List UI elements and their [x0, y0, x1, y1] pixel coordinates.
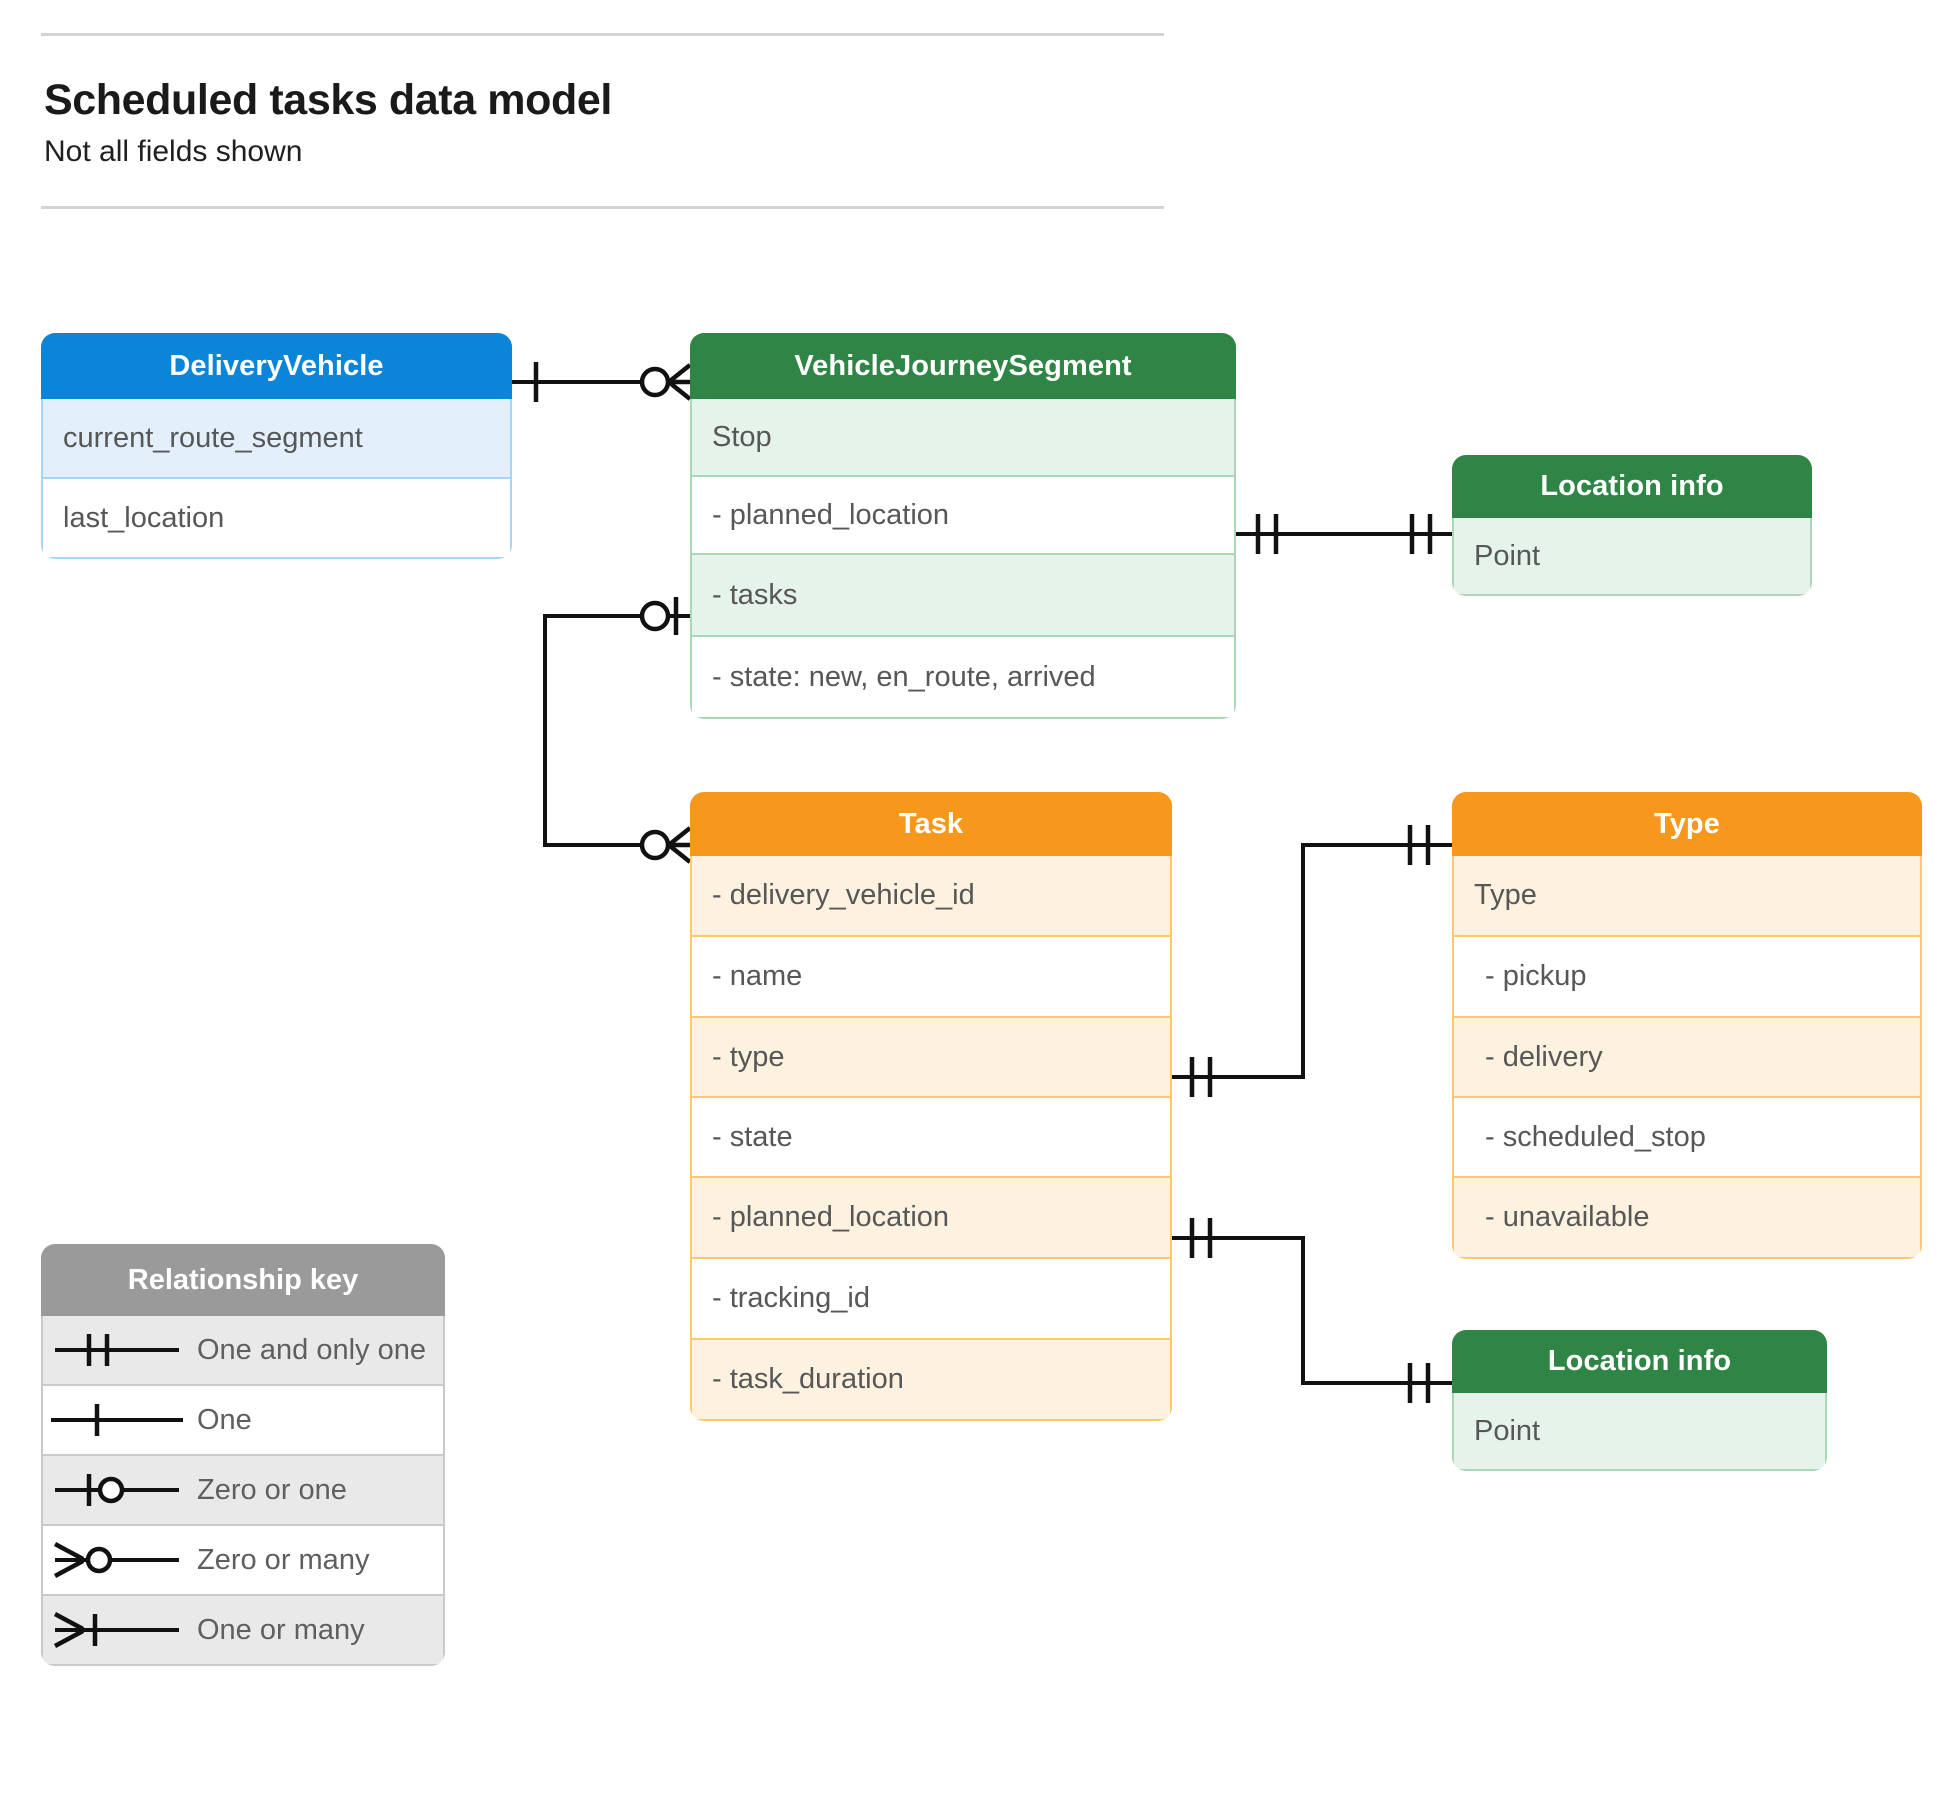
- header-top-rule: [41, 33, 1164, 36]
- entity-rows-delivery-vehicle: current_route_segment last_location: [41, 399, 512, 559]
- relationship-task-type-to-type: [1172, 825, 1452, 1097]
- field-row[interactable]: - pickup: [1452, 937, 1922, 1018]
- field-row[interactable]: - tracking_id: [690, 1259, 1172, 1340]
- entity-header-location-info-bottom: Location info: [1452, 1330, 1827, 1393]
- legend-title: Relationship key: [41, 1244, 445, 1316]
- relationship-journeysegment-to-locationinfo-top: [1236, 514, 1452, 554]
- legend-item-label: One: [197, 1403, 252, 1436]
- entity-header-type: Type: [1452, 792, 1922, 856]
- relationship-journeysegment-tasks-to-task: [543, 597, 692, 864]
- entity-header-delivery-vehicle: DeliveryVehicle: [41, 333, 512, 399]
- entity-location-info-bottom[interactable]: Location info Point: [1452, 1330, 1827, 1471]
- field-row[interactable]: - type: [690, 1018, 1172, 1098]
- field-row[interactable]: - planned_location: [690, 1178, 1172, 1259]
- field-row[interactable]: - task_duration: [690, 1340, 1172, 1421]
- one-and-only-one-icon: [43, 1328, 197, 1372]
- entity-header-vehicle-journey-segment: VehicleJourneySegment: [690, 333, 1236, 399]
- entity-vehicle-journey-segment[interactable]: VehicleJourneySegment Stop - planned_loc…: [690, 333, 1236, 719]
- entity-delivery-vehicle[interactable]: DeliveryVehicle current_route_segment la…: [41, 333, 512, 559]
- field-row[interactable]: last_location: [41, 479, 512, 559]
- field-row[interactable]: Stop: [690, 399, 1236, 477]
- field-row[interactable]: - delivery_vehicle_id: [690, 856, 1172, 937]
- legend-item-label: One or many: [197, 1613, 365, 1646]
- field-row[interactable]: - state: new, en_route, arrived: [690, 637, 1236, 719]
- legend-item-label: Zero or many: [197, 1543, 370, 1576]
- field-row[interactable]: Point: [1452, 1393, 1827, 1471]
- legend-item-label: Zero or one: [197, 1473, 347, 1506]
- entity-header-task: Task: [690, 792, 1172, 856]
- one-or-many-icon: [43, 1608, 197, 1652]
- entity-task[interactable]: Task - delivery_vehicle_id - name - type…: [690, 792, 1172, 1421]
- legend-item-one-and-only-one: One and only one: [41, 1316, 445, 1386]
- entity-header-location-info-top: Location info: [1452, 455, 1812, 518]
- entity-rows-vehicle-journey-segment: Stop - planned_location - tasks - state:…: [690, 399, 1236, 719]
- field-row[interactable]: Type: [1452, 856, 1922, 937]
- field-row[interactable]: - scheduled_stop: [1452, 1098, 1922, 1178]
- field-row[interactable]: Point: [1452, 518, 1812, 596]
- legend-item-zero-or-one: Zero or one: [41, 1456, 445, 1526]
- relationship-key-legend: Relationship key One and only one One: [41, 1244, 445, 1666]
- relationship-deliveryvehicle-to-journeysegment: [512, 362, 692, 402]
- one-icon: [43, 1398, 197, 1442]
- entity-location-info-top[interactable]: Location info Point: [1452, 455, 1812, 596]
- legend-item-label: One and only one: [197, 1333, 426, 1366]
- entity-type[interactable]: Type Type - pickup - delivery - schedule…: [1452, 792, 1922, 1259]
- field-row[interactable]: - planned_location: [690, 477, 1236, 555]
- page-subtitle: Not all fields shown: [44, 135, 303, 169]
- zero-or-many-icon: [43, 1538, 197, 1582]
- field-row[interactable]: - state: [690, 1098, 1172, 1178]
- entity-rows-type: Type - pickup - delivery - scheduled_sto…: [1452, 856, 1922, 1259]
- document-header: Scheduled tasks data model Not all field…: [41, 33, 1164, 210]
- legend-item-zero-or-many: Zero or many: [41, 1526, 445, 1596]
- field-row[interactable]: current_route_segment: [41, 399, 512, 479]
- page-title: Scheduled tasks data model: [44, 76, 612, 124]
- entity-rows-location-info-top: Point: [1452, 518, 1812, 596]
- entity-rows-task: - delivery_vehicle_id - name - type - st…: [690, 856, 1172, 1421]
- field-row[interactable]: - delivery: [1452, 1018, 1922, 1098]
- field-row[interactable]: - tasks: [690, 555, 1236, 637]
- field-row[interactable]: - name: [690, 937, 1172, 1018]
- relationship-task-plannedlocation-to-locationinfo-bottom: [1172, 1218, 1452, 1403]
- header-bottom-rule: [41, 206, 1164, 210]
- zero-or-one-icon: [43, 1468, 197, 1512]
- entity-rows-location-info-bottom: Point: [1452, 1393, 1827, 1471]
- legend-item-one: One: [41, 1386, 445, 1456]
- legend-item-one-or-many: One or many: [41, 1596, 445, 1666]
- field-row[interactable]: - unavailable: [1452, 1178, 1922, 1259]
